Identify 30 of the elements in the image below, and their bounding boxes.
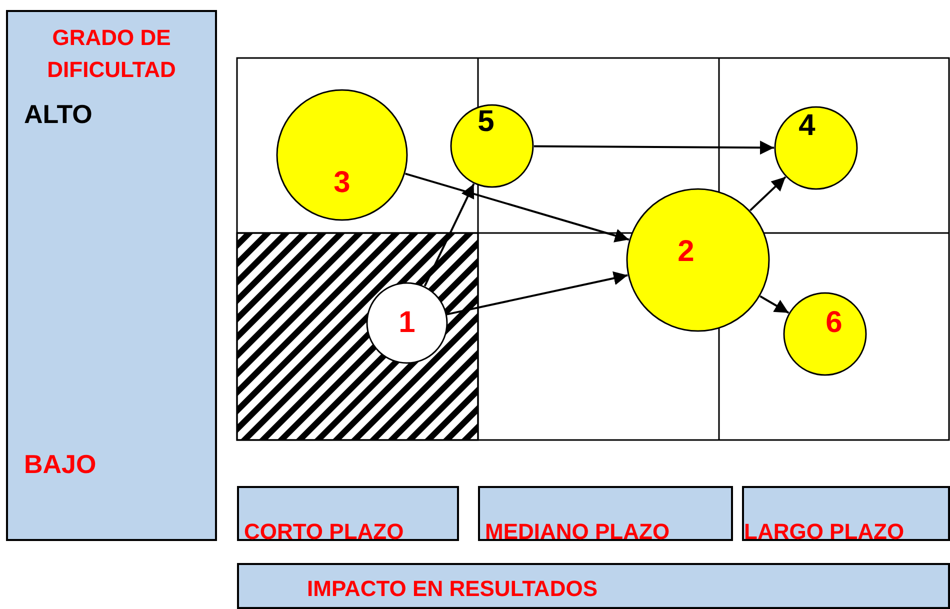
circle bbox=[450, 104, 534, 188]
category-panel bbox=[237, 486, 459, 541]
category-label: LARGO PLAZO bbox=[744, 518, 904, 546]
arrow bbox=[446, 271, 628, 316]
axis-title: IMPACTO EN RESULTADOS bbox=[307, 575, 598, 603]
axis-level-label: ALTO bbox=[24, 98, 92, 131]
node-number: 2 bbox=[676, 237, 696, 267]
category-panel bbox=[478, 486, 733, 541]
arrow bbox=[750, 176, 786, 212]
circle bbox=[626, 188, 770, 332]
axis-panel bbox=[237, 563, 950, 609]
node-number: 6 bbox=[824, 308, 844, 338]
node-number: 4 bbox=[798, 111, 816, 141]
node-number: 3 bbox=[332, 168, 352, 198]
arrow bbox=[760, 295, 790, 314]
circle bbox=[783, 292, 867, 376]
axis-panel bbox=[6, 10, 217, 541]
circle bbox=[276, 89, 408, 221]
node-number: 1 bbox=[398, 308, 416, 338]
arrow bbox=[424, 183, 475, 286]
category-label: MEDIANO PLAZO bbox=[485, 518, 670, 546]
circle bbox=[366, 282, 448, 364]
circle bbox=[774, 106, 858, 190]
category-label: CORTO PLAZO bbox=[244, 518, 404, 546]
node-number: 5 bbox=[476, 107, 496, 137]
arrow bbox=[534, 140, 774, 155]
axis-title: GRADO DE DIFICULTAD bbox=[46, 24, 177, 84]
axis-level-label: BAJO bbox=[24, 448, 96, 481]
category-panel bbox=[742, 486, 950, 541]
arrow bbox=[405, 172, 630, 242]
